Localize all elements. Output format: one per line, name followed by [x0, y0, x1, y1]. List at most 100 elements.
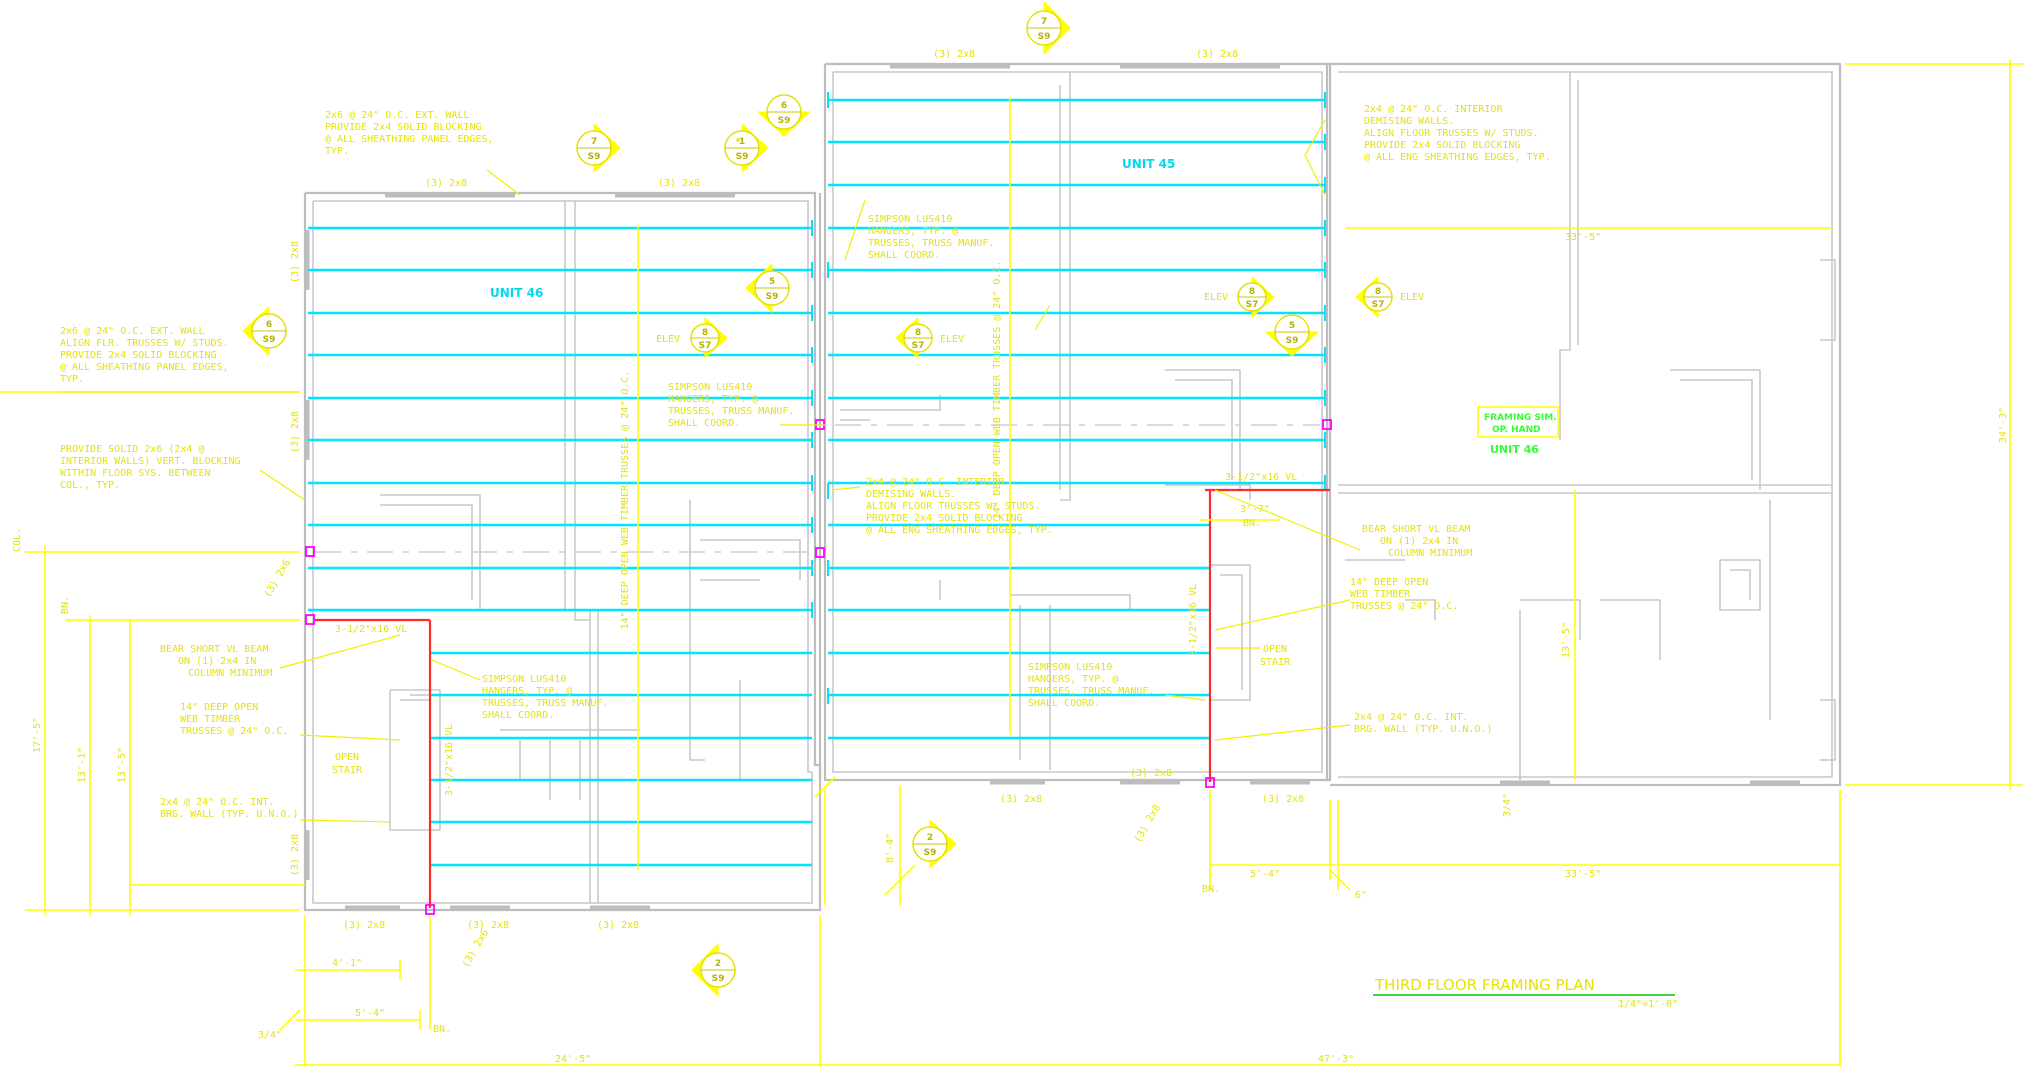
header-label: (3) 2x8	[1262, 794, 1304, 805]
svg-text:8: 8	[1375, 287, 1381, 297]
note-brg-right: 2x4 @ 24" O.C. INT. BRG. WALL (TYP. U.N.…	[1354, 712, 1492, 735]
dim-text: BN.	[1243, 518, 1261, 529]
svg-text:7: 7	[591, 137, 597, 147]
dimension-labels: 24'-5" 47'-3" 4'-1" 5'-4" 3/4" BN. 33'-5…	[12, 232, 2009, 1065]
svg-text:S9: S9	[1286, 336, 1299, 346]
dim-text: 3'-7"	[1240, 504, 1270, 515]
note-solid-blocking: PROVIDE SOLID 2x6 (2x4 @ INTERIOR WALLS)…	[60, 444, 247, 491]
column-label: (3) 2x6	[461, 928, 492, 970]
dim-text: 4'-1"	[332, 958, 362, 969]
section-tag: 6 S9	[756, 94, 812, 137]
section-tag: 2 S9	[912, 818, 957, 870]
header-label: (3) 2x8	[1130, 768, 1172, 779]
unit-labels: UNIT 46 UNIT 45 FRAMING SIM. OP. HAND UN…	[490, 157, 1559, 456]
beam-label: 3-1/2"x16 VL	[335, 624, 407, 635]
header-label: (3) 2x8	[343, 920, 385, 931]
header-label: (3) 2x8	[467, 920, 509, 931]
svg-text:S9: S9	[263, 335, 276, 345]
dim-text: 13'-5"	[117, 747, 128, 783]
walls	[303, 62, 1842, 912]
note-web-right: 14" DEEP OPEN WEB TIMBER TRUSSES @ 24" O…	[1350, 577, 1458, 612]
svg-text:S7: S7	[1246, 300, 1259, 310]
drawing-title: THIRD FLOOR FRAMING PLAN	[1374, 976, 1595, 994]
dim-text: 13'-5"	[1561, 622, 1572, 658]
section-tag: 5 S9	[745, 262, 790, 314]
beam-label: 3-1/2"x16 VL	[1225, 472, 1297, 483]
note-hanger-mid-bottom: SIMPSON LUS410 HANGERS, TYP. @ TRUSSES, …	[1028, 662, 1160, 709]
beam-label: 3-1/2"x16 VL	[1188, 584, 1199, 656]
section-tag: 2 S9	[691, 942, 736, 998]
note-ext-wall-left: 2x6 @ 24" O.C. EXT. WALL ALIGN FLR. TRUS…	[60, 326, 235, 385]
dim-text: 33'-5"	[1565, 232, 1601, 243]
svg-text:S9: S9	[712, 974, 725, 984]
unit-label-right: UNIT 46	[1490, 443, 1539, 456]
elev-label: ELEV	[940, 334, 964, 345]
svg-text:2: 2	[715, 959, 721, 969]
section-tag: 1 S9	[724, 122, 769, 174]
svg-text:5: 5	[1289, 321, 1295, 331]
svg-text:S9: S9	[1038, 32, 1051, 42]
svg-text:1: 1	[739, 137, 745, 147]
dim-text: 34'-3"	[1998, 407, 2009, 443]
note-demising-mid: 2x4 @ 24" O.C. INTERIOR DEMISING WALLS. …	[866, 477, 1053, 536]
svg-text:S9: S9	[778, 116, 791, 126]
dim-text: 8'-4"	[885, 833, 896, 863]
header-label: (3) 2x8	[1000, 794, 1042, 805]
dim-text: BN.	[1202, 884, 1220, 895]
note-hanger-mid-left: SIMPSON LUS410 HANGERS, TYP. @ TRUSSES, …	[668, 382, 800, 429]
note-bear-right: BEAR SHORT VL BEAM ON (1) 2x4 IN COLUMN …	[1362, 524, 1476, 559]
svg-text:S9: S9	[736, 152, 749, 162]
column-label: (3) 2x6	[263, 558, 294, 600]
dim-text: 5'-4"	[355, 1008, 385, 1019]
svg-text:S9: S9	[766, 292, 779, 302]
svg-text:7: 7	[1041, 17, 1047, 27]
note-brg-left: 2x4 @ 24" O.C. INT. BRG. WALL (TYP. U.N.…	[160, 797, 298, 820]
header-label: (3) 2x8	[425, 178, 467, 189]
truss-direction-label-mid: 14" DEEP OPEN WEB TIMBER TRUSSES @ 24" O…	[992, 261, 1003, 520]
unit-label-left: UNIT 46	[490, 286, 543, 300]
truss-direction-arrows: 14" DEEP OPEN WEB TIMBER TRUSSES @ 24" O…	[620, 97, 1011, 870]
dim-text: BN.	[433, 1024, 451, 1035]
dim-text: 33'-5"	[1565, 869, 1601, 880]
svg-text:S9: S9	[588, 152, 601, 162]
floor-trusses	[308, 92, 1326, 873]
section-tag: 6 S9	[242, 305, 287, 357]
dim-text: BN.	[60, 596, 71, 614]
leader-lines	[60, 119, 1361, 823]
drawing-scale: 1/4"=1'-0"	[1618, 999, 1678, 1010]
section-tag: 7 S9	[1026, 0, 1071, 56]
header-label: (3) 2x8	[933, 49, 975, 60]
svg-text:5: 5	[769, 277, 775, 287]
open-stair-right: OPEN STAIR	[1260, 644, 1293, 668]
note-demising-right: 2x4 @ 24" O.C. INTERIOR DEMISING WALLS. …	[1364, 104, 1551, 163]
unit-label-middle: UNIT 45	[1122, 157, 1175, 171]
svg-text:8: 8	[1249, 287, 1255, 297]
header-label: (3) 2x8	[290, 241, 301, 283]
elev-label: ELEV	[656, 334, 680, 345]
column-marker	[425, 904, 435, 915]
elevation-tag: 8 S7	[1237, 275, 1275, 319]
truss-direction-label-left: 14" DEEP OPEN WEB TIMBER TRUSSES @ 24" O…	[620, 371, 631, 630]
centerlines	[315, 424, 1320, 553]
header-label: (3) 2x8	[290, 834, 301, 876]
note-bear-left: BEAR SHORT VL BEAM ON (1) 2x4 IN COLUMN …	[160, 644, 274, 679]
column-marker	[815, 547, 825, 558]
dim-text: 13'-1"	[77, 747, 88, 783]
dimension-lines	[0, 60, 2023, 1067]
column-marker	[305, 546, 315, 557]
unit-note-line: FRAMING SIM.	[1484, 413, 1557, 423]
dim-text: 6"	[1355, 890, 1367, 901]
header-label: (3) 2x8	[597, 920, 639, 931]
header-labels: (3) 2x8 (3) 2x8 (3) 2x8 (3) 2x8 (3) 2x8 …	[290, 49, 1304, 931]
note-web-left: 14" DEEP OPEN WEB TIMBER TRUSSES @ 24" O…	[180, 702, 288, 737]
svg-text:2: 2	[927, 833, 933, 843]
svg-text:S7: S7	[699, 341, 712, 351]
note-hanger-left: SIMPSON LUS410 HANGERS, TYP. @ TRUSSES, …	[482, 674, 614, 721]
header-label: (3) 2x8	[290, 411, 301, 453]
elev-label: ELEV	[1204, 292, 1228, 303]
svg-text:8: 8	[702, 328, 708, 338]
unit-note-line: OP. HAND	[1492, 425, 1541, 435]
elevation-tag: 8 S7	[690, 316, 728, 360]
column-marker	[1322, 419, 1332, 430]
